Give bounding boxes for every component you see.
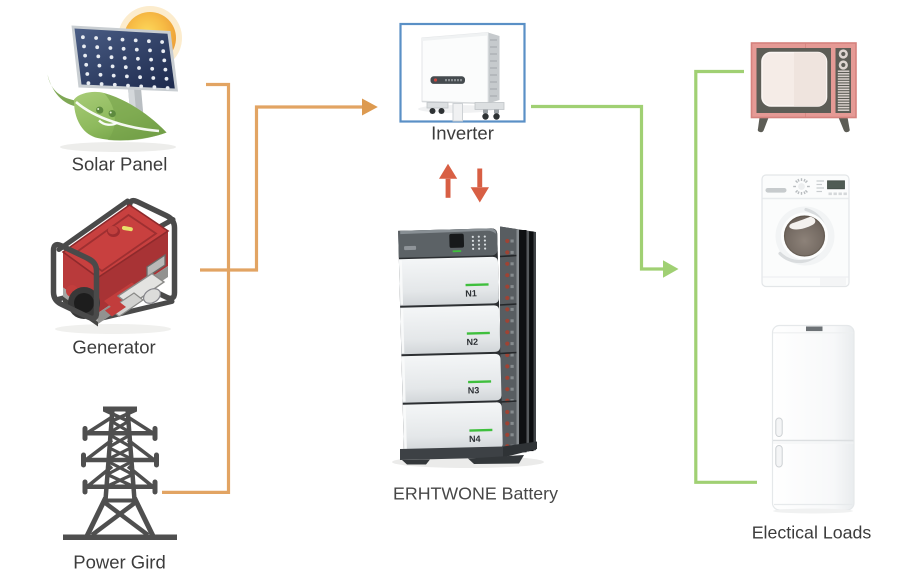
svg-text:Generator: Generator [72, 337, 155, 358]
svg-text:N1: N1 [465, 288, 477, 298]
svg-text:Power Gird: Power Gird [73, 552, 166, 573]
svg-text:ERHTWONE Battery: ERHTWONE Battery [393, 484, 558, 504]
svg-text:Inverter: Inverter [431, 123, 494, 144]
svg-text:Electical Loads: Electical Loads [752, 523, 872, 543]
svg-text:Solar Panel: Solar Panel [72, 154, 168, 175]
svg-text:N2: N2 [466, 337, 478, 347]
svg-text:N3: N3 [468, 385, 480, 395]
svg-text:N4: N4 [469, 434, 481, 444]
